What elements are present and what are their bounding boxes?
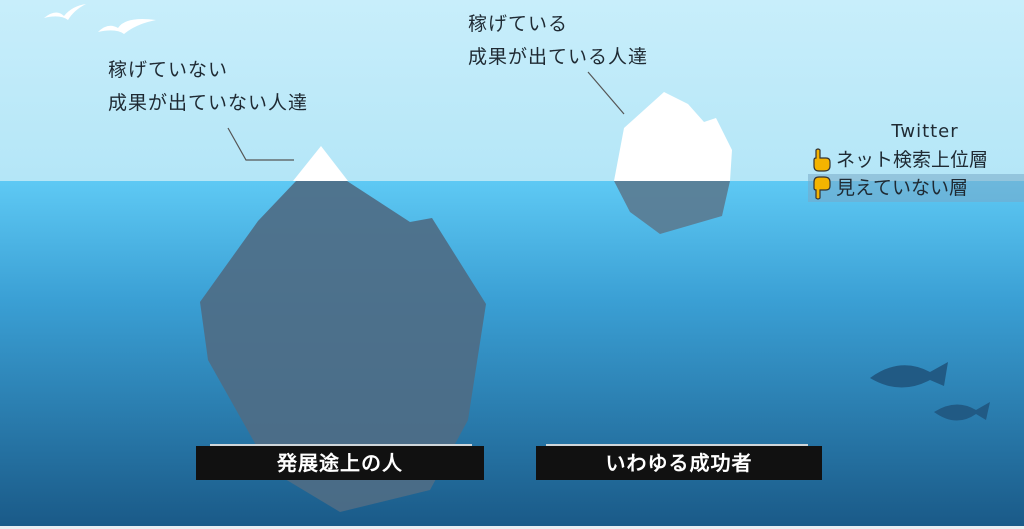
successful-label: 稼げている 成果が出ている人達 xyxy=(468,8,648,74)
caption-rule-left xyxy=(210,444,472,446)
legend-visible-text: ネット検索上位層 xyxy=(836,149,989,171)
unsuccessful-label-line: 成果が出ていない人達 xyxy=(108,92,309,114)
bird-icon xyxy=(98,19,156,34)
successful-label-line: 成果が出ている人達 xyxy=(468,46,649,68)
bottom-border xyxy=(0,526,1024,529)
legend-title: Twitter xyxy=(891,121,959,142)
caption-left: 発展途上の人 xyxy=(196,446,484,480)
fish-icon xyxy=(870,362,948,388)
unsuccessful-label-line: 稼げていない xyxy=(108,59,229,81)
bird-icon xyxy=(44,4,86,20)
pointing-hand-icon xyxy=(813,148,831,172)
sky xyxy=(0,0,1024,181)
fish-icon xyxy=(934,402,990,421)
legend-row-visible: ネット検索上位層 xyxy=(808,146,1024,174)
unsuccessful-label: 稼げていない 成果が出ていない人達 xyxy=(108,54,308,120)
left-iceberg-tip xyxy=(293,146,348,181)
right-iceberg-underwater xyxy=(614,181,730,234)
water xyxy=(0,181,1024,526)
successful-label-line: 稼げている xyxy=(468,13,569,35)
pointer-line-left xyxy=(227,127,294,161)
legend-row-hidden: 見えていない層 xyxy=(808,174,1024,202)
right-iceberg-above xyxy=(614,92,732,181)
pointing-hand-icon xyxy=(813,176,831,200)
left-iceberg-underwater xyxy=(200,181,486,512)
legend-hidden-text: 見えていない層 xyxy=(836,177,969,199)
caption-right: いわゆる成功者 xyxy=(536,446,822,480)
legend: Twitter ネット検索上位層 見えていない層 xyxy=(808,118,1024,202)
caption-rule-right xyxy=(546,444,808,446)
pointer-line-right xyxy=(587,71,625,115)
